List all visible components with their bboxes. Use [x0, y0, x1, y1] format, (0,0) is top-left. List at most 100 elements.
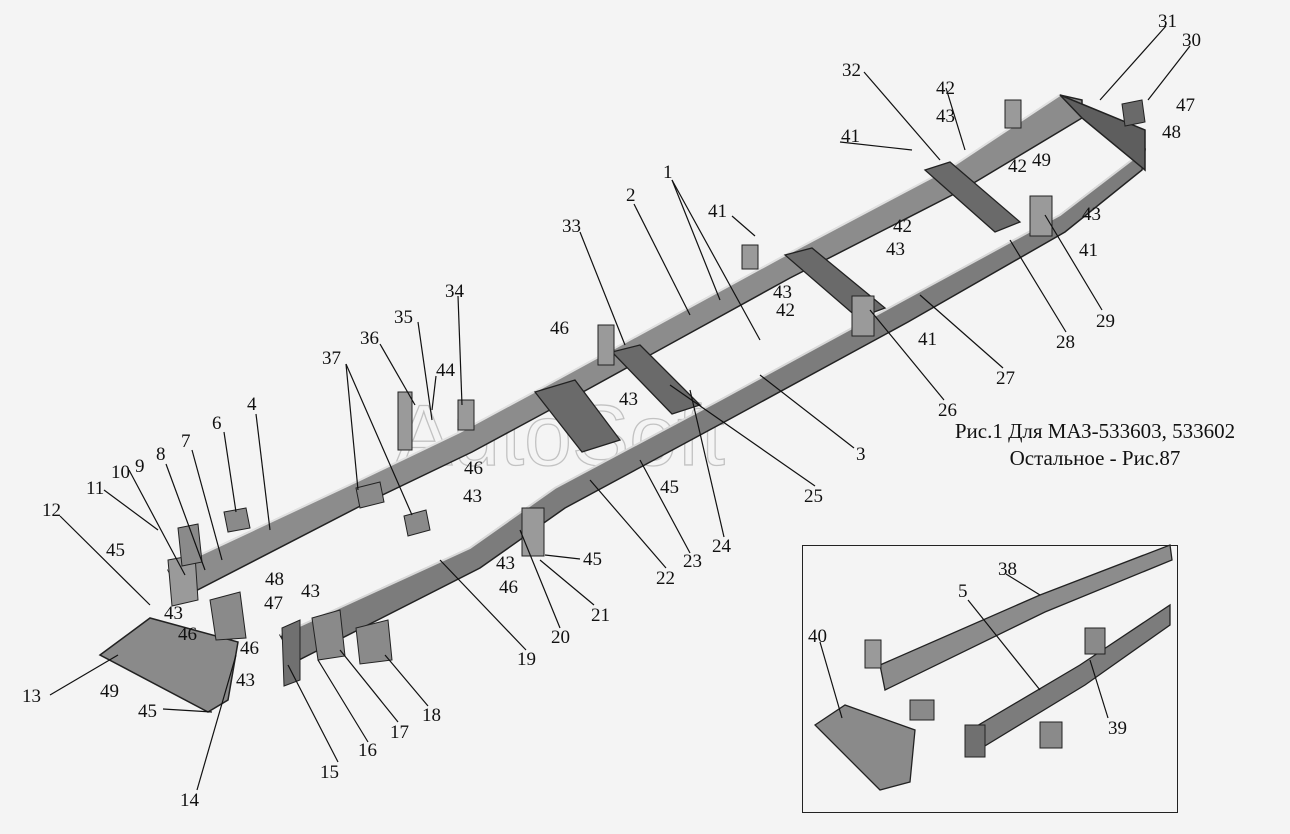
callout-46: 46	[550, 318, 569, 339]
callout-15: 15	[320, 762, 339, 783]
callout-13: 13	[22, 686, 41, 707]
callout-33: 33	[562, 216, 581, 237]
callout-43: 43	[463, 486, 482, 507]
callout-27: 27	[996, 368, 1015, 389]
callout-42: 42	[893, 216, 912, 237]
bracket-part-6	[223, 507, 251, 533]
callout-9: 9	[135, 456, 145, 477]
callout-41: 41	[918, 329, 937, 350]
callout-17: 17	[390, 722, 409, 743]
figure-caption: Рис.1 Для МАЗ-533603, 533602 Остальное -…	[900, 418, 1290, 472]
callout-36: 36	[360, 328, 379, 349]
callout-labels: 1 2 3 4 5 6 7 8 9 10 11 12 13 14 15 16 1…	[22, 11, 1201, 811]
bracket	[1029, 195, 1053, 237]
front-bracket	[281, 619, 301, 687]
bracket	[597, 324, 615, 366]
callout-38: 38	[998, 559, 1017, 580]
callout-45: 45	[660, 477, 679, 498]
callout-34: 34	[445, 281, 465, 302]
callout-49: 49	[1032, 150, 1051, 171]
callout-43: 43	[886, 239, 905, 260]
inset-bracket	[909, 699, 935, 721]
callout-43: 43	[236, 670, 255, 691]
crossmember	[923, 161, 1022, 233]
callout-12: 12	[42, 500, 61, 521]
leader-lines	[49, 25, 1191, 791]
inset-bracket	[1084, 627, 1106, 655]
callout-42: 42	[776, 300, 795, 321]
callout-43: 43	[773, 282, 792, 303]
callout-25: 25	[804, 486, 823, 507]
callout-37: 37	[322, 348, 341, 369]
callout-7: 7	[181, 431, 191, 452]
bracket	[521, 507, 545, 557]
callout-4: 4	[247, 394, 257, 415]
crossmember	[610, 344, 702, 415]
callout-43: 43	[496, 553, 515, 574]
callout-42: 42	[936, 78, 955, 99]
chassis-frame	[98, 94, 1147, 713]
callout-46: 46	[240, 638, 259, 659]
callout-11: 11	[86, 478, 104, 499]
bracket	[851, 295, 875, 337]
callout-32: 32	[842, 60, 861, 81]
callout-46: 46	[178, 624, 197, 645]
callout-41: 41	[1079, 240, 1098, 261]
callout-31: 31	[1158, 11, 1177, 32]
callout-2: 2	[626, 185, 636, 206]
front-bracket	[311, 609, 346, 661]
callout-30: 30	[1182, 30, 1201, 51]
callout-43: 43	[301, 581, 320, 602]
caption-line-1: Рис.1 Для МАЗ-533603, 533602	[954, 419, 1236, 443]
callout-39: 39	[1108, 718, 1127, 739]
callout-8: 8	[156, 444, 166, 465]
callout-29: 29	[1096, 311, 1115, 332]
tow-hook-30	[1121, 99, 1146, 127]
callout-43: 43	[164, 603, 183, 624]
callout-43: 43	[1082, 204, 1101, 225]
bracket-part-37b	[403, 509, 431, 537]
callout-41: 41	[708, 201, 727, 222]
callout-35: 35	[394, 307, 413, 328]
bracket	[397, 391, 413, 451]
callout-47: 47	[1176, 95, 1195, 116]
callout-22: 22	[656, 568, 675, 589]
callout-45: 45	[106, 540, 125, 561]
bracket	[457, 399, 475, 431]
callout-44: 44	[436, 360, 456, 381]
front-bracket	[209, 591, 247, 641]
callout-24: 24	[712, 536, 732, 557]
callout-3: 3	[856, 444, 866, 465]
callout-23: 23	[683, 551, 702, 572]
inset-frame-border	[802, 545, 1178, 813]
callout-48: 48	[1162, 122, 1181, 143]
callout-21: 21	[591, 605, 610, 626]
rear-end-crossmember	[1059, 94, 1146, 172]
inset-bumper	[813, 704, 916, 791]
callout-14: 14	[180, 790, 200, 811]
callout-42: 42	[1008, 156, 1027, 177]
callout-28: 28	[1056, 332, 1075, 353]
crossmember	[533, 379, 622, 453]
inset-bracket	[1039, 721, 1063, 749]
callout-48: 48	[265, 569, 284, 590]
bracket	[741, 244, 759, 270]
callout-41: 41	[841, 126, 860, 147]
callout-18: 18	[422, 705, 441, 726]
callout-10: 10	[111, 462, 130, 483]
callout-46: 46	[499, 577, 518, 598]
callout-45: 45	[138, 701, 157, 722]
callout-45: 45	[583, 549, 602, 570]
callout-6: 6	[212, 413, 222, 434]
bracket	[1004, 99, 1022, 129]
callout-5: 5	[958, 581, 968, 602]
callout-1: 1	[663, 162, 673, 183]
callout-49: 49	[100, 681, 119, 702]
callout-46: 46	[464, 458, 483, 479]
bracket-part-37	[355, 481, 385, 509]
callout-43: 43	[936, 106, 955, 127]
front-bumper-beam	[98, 617, 239, 713]
callout-16: 16	[358, 740, 377, 761]
